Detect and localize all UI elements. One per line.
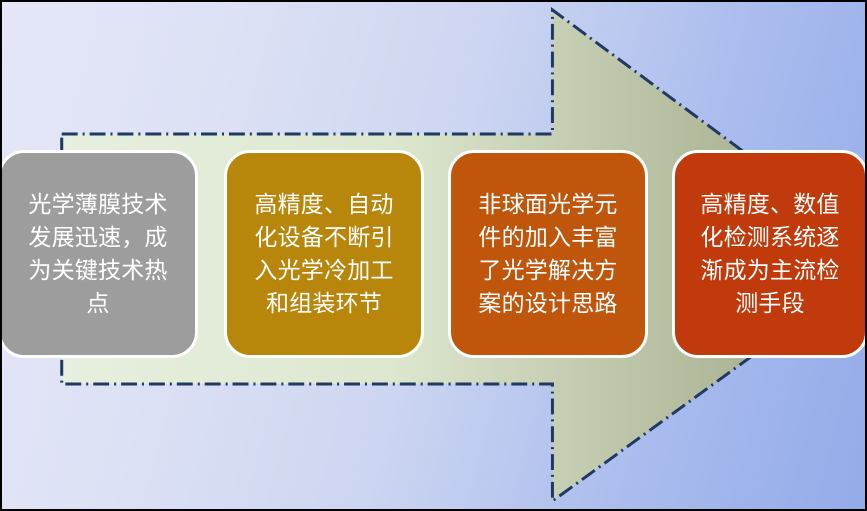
node-label-3: 非球面光学元 件的加入丰富 了光学解决方 案的设计思路 bbox=[478, 190, 618, 317]
node-box-4[interactable]: 高精度、数值 化检测系统逐 渐成为主流检 测手段 bbox=[672, 150, 865, 358]
node-box-3[interactable]: 非球面光学元 件的加入丰富 了光学解决方 案的设计思路 bbox=[448, 150, 648, 358]
node-row: 光学薄膜技术 发展迅速，成 为关键技术热 点 高精度、自动 化设备不断引 入光学… bbox=[2, 150, 865, 360]
node-box-2[interactable]: 高精度、自动 化设备不断引 入光学冷加工 和组装环节 bbox=[224, 150, 424, 358]
node-label-4: 高精度、数值 化检测系统逐 渐成为主流检 测手段 bbox=[700, 190, 840, 317]
node-label-1: 光学薄膜技术 发展迅速，成 为关键技术热 点 bbox=[28, 190, 168, 317]
node-label-2: 高精度、自动 化设备不断引 入光学冷加工 和组装环节 bbox=[254, 190, 394, 317]
node-box-1[interactable]: 光学薄膜技术 发展迅速，成 为关键技术热 点 bbox=[2, 150, 198, 358]
